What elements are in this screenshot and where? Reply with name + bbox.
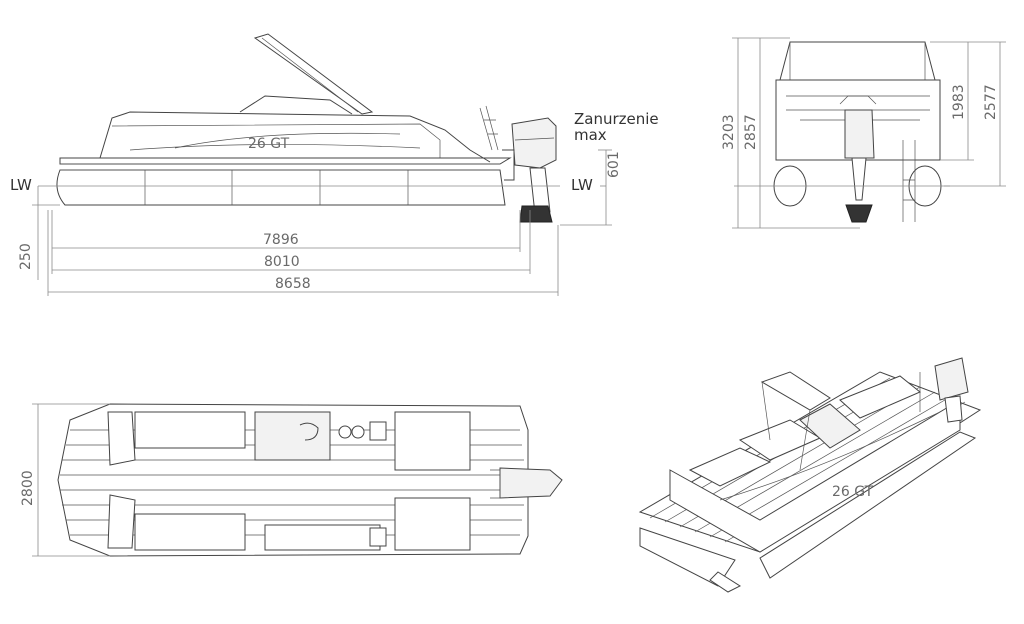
steering-wheel <box>299 422 319 441</box>
dim-beam: 2800 <box>20 470 36 506</box>
seat-top-left <box>134 411 246 449</box>
dim-length-3: 8658 <box>275 276 311 292</box>
seat-bottom-right <box>394 497 471 551</box>
ladder-front <box>902 140 916 222</box>
outboard-front <box>844 109 875 159</box>
dim-length-1: 7896 <box>263 232 299 248</box>
dim-height-3: 1983 <box>951 84 967 120</box>
front-view: 3203 2857 1983 2577 <box>721 37 1006 229</box>
dim-length-2: 8010 <box>264 254 300 270</box>
dim-draft-right: 601 <box>606 151 622 178</box>
waterline-label-right: LW <box>571 176 593 194</box>
ladder <box>479 105 499 151</box>
console-perspective <box>799 403 861 449</box>
console-top <box>254 411 331 461</box>
hull-wall-perspective <box>669 399 961 553</box>
bimini-perspective <box>760 371 831 411</box>
deck-superstructure <box>99 111 491 163</box>
hull-model-label: 26 GT <box>248 136 290 152</box>
draft-label: Zanurzenie <box>574 110 659 128</box>
dim-height-4: 2577 <box>983 84 999 120</box>
outboard-perspective <box>934 357 969 401</box>
hull-model-label-perspective: 26 GT <box>832 484 874 500</box>
dim-height-2: 2857 <box>743 114 759 150</box>
deck-line <box>59 157 512 165</box>
gauge-icon <box>338 425 352 439</box>
top-view: 2800 <box>20 403 563 557</box>
perspective-view: 26 GT <box>638 357 982 593</box>
outboard-top <box>499 467 563 499</box>
propeller-front <box>845 204 873 223</box>
dim-total-height: 3203 <box>721 114 737 150</box>
seat-top-right <box>394 411 471 471</box>
dim-draft-left: 250 <box>18 243 34 270</box>
bimini-frame <box>239 33 374 115</box>
pontoon-side <box>56 169 506 206</box>
draft-label-max: max <box>574 126 607 144</box>
gauge-icon <box>351 425 365 439</box>
side-view: 26 GT LW LW Zanurzenie max 601 <box>10 33 659 296</box>
seat-bottom-left <box>134 513 246 551</box>
pontoon-perspective-left <box>639 527 736 587</box>
waterline-label-left: LW <box>10 176 32 194</box>
outboard-motor <box>502 117 557 223</box>
bimini-front <box>779 41 936 81</box>
